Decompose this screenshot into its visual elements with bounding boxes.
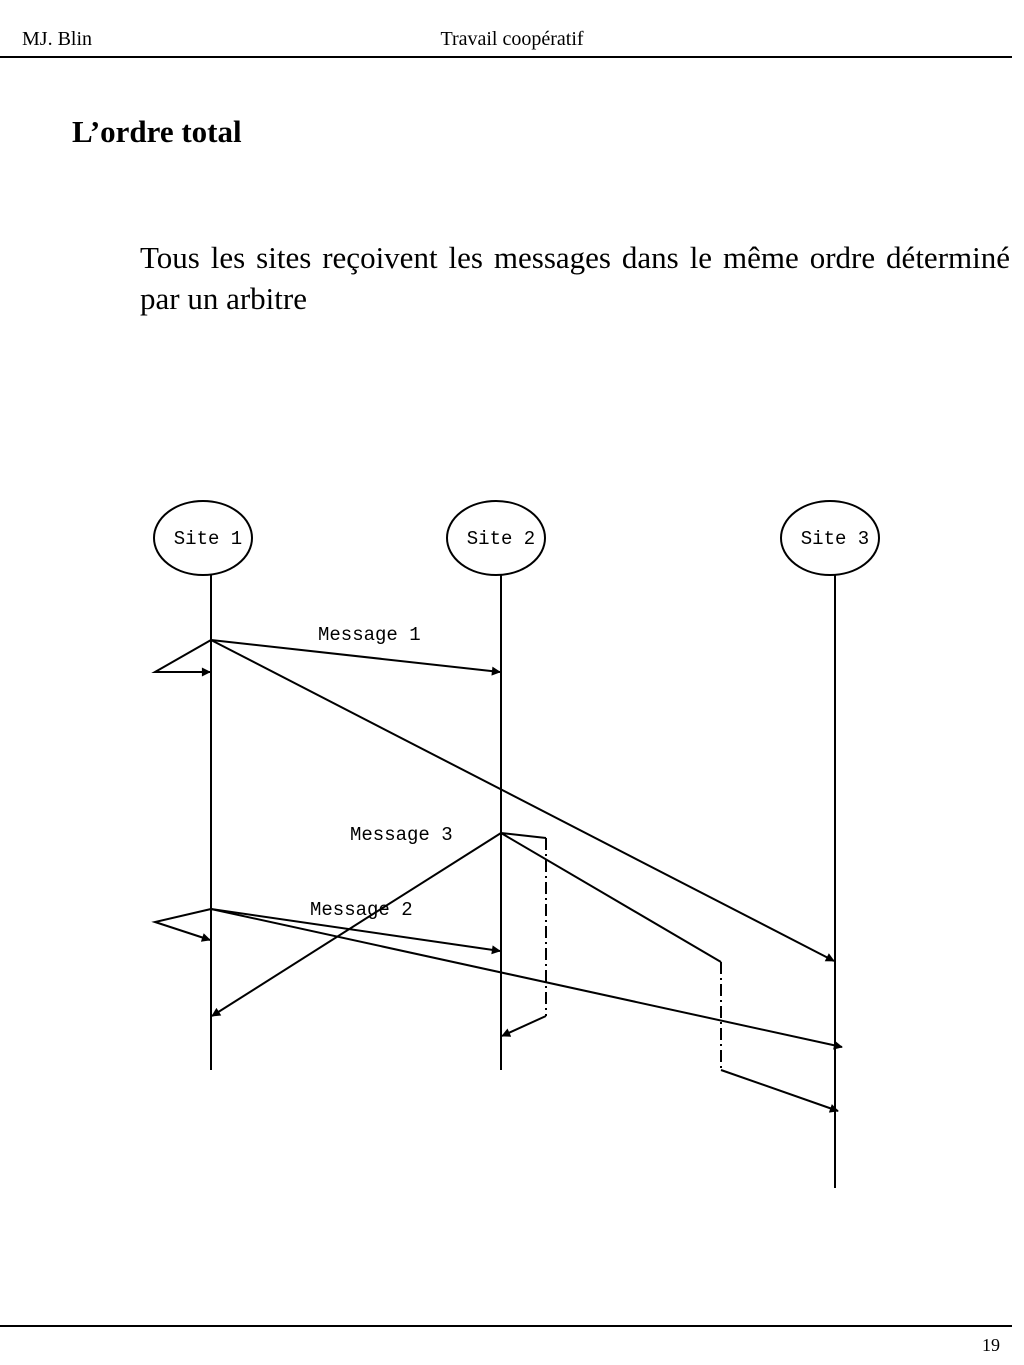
- page-number: 19: [982, 1335, 1000, 1355]
- site-3-node: [780, 500, 880, 576]
- message-3-to-site-3-out: [500, 832, 722, 963]
- section-heading: L’ordre total: [72, 114, 242, 149]
- message-2-to-site-2: [210, 908, 501, 955]
- message-3-label: Message 3: [350, 824, 453, 846]
- body-paragraph: Tous les sites reçoivent les messages da…: [140, 240, 1010, 316]
- message-3-self-in: [501, 1015, 547, 1037]
- site-1-node: [153, 500, 253, 576]
- site-2-node: [446, 500, 546, 576]
- site-1-label: Site 1: [174, 528, 242, 550]
- header-title: Travail coopératif: [440, 28, 584, 50]
- message-3-to-site-3-in: [720, 1069, 839, 1113]
- message-1-label: Message 1: [318, 624, 421, 646]
- message-1-to-site-2: [210, 639, 501, 676]
- message-3-to-site-1: [211, 832, 502, 1017]
- header-rule: [0, 56, 1012, 58]
- message-2-to-site-3: [210, 908, 843, 1050]
- site-2-label: Site 2: [467, 528, 535, 550]
- message-2-label: Message 2: [310, 899, 413, 921]
- message-2-self-arrow: [151, 908, 212, 942]
- site-3-label: Site 3: [801, 528, 869, 550]
- message-1-to-site-3: [210, 639, 835, 962]
- message-1-self-arrow: [151, 639, 212, 677]
- footer-rule: [0, 1325, 1012, 1327]
- header-author: MJ. Blin: [22, 28, 93, 50]
- message-3-self-out: [500, 832, 547, 839]
